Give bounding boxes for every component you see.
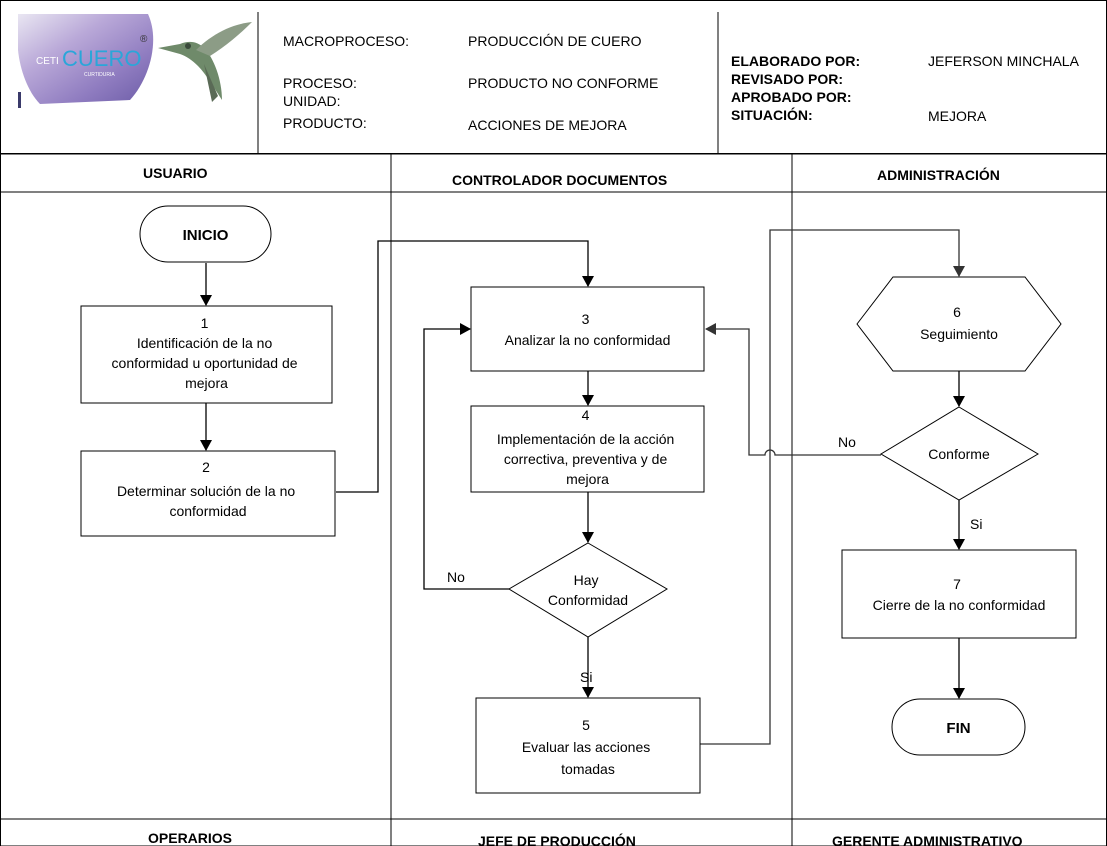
svg-text:Hay Conformidad: Hay Conformidad (548, 572, 628, 608)
node-3-line1: Analizar la no conformidad (505, 332, 671, 348)
svg-text:2 Determinar solución de: 2 Determinar solución de la no conformid… (117, 459, 299, 519)
decision-hay-conformidad: Hay Conformidad (508, 542, 668, 638)
node-4-line1: Implementación de la acción (497, 431, 674, 447)
node-5-number: 5 (582, 717, 590, 733)
lane-title-administracion: ADMINISTRACIÓN (877, 166, 1000, 183)
node-1-line3: mejora (185, 375, 228, 391)
edge-labels: No Si No Si (447, 434, 982, 685)
node-1-number: 1 (201, 315, 209, 331)
node-4-line2: correctiva, preventiva y de (504, 451, 668, 467)
company-logo: CETI CUERO CURTIDURIA ® (18, 14, 252, 108)
process-fields: MACROPROCESO: PRODUCCIÓN DE CUERO PROCES… (283, 33, 658, 133)
node-4-line3: mejora (566, 471, 609, 487)
edge-conforme-no-3 (705, 323, 881, 456)
logo-brand-name: CUERO (62, 46, 141, 71)
node-1-line1: Identificación de la no (137, 335, 273, 351)
svg-text:5 Evaluar las acciones: 5 Evaluar las acciones tomadas (522, 717, 654, 777)
lane-footer-jefe-produccion: JEFE DE PRODUCCIÓN (478, 832, 636, 846)
node-1: 1 Identificación de la no conformidad u … (80, 305, 333, 404)
edge-hay-no-3 (423, 323, 509, 590)
decision-hay-line1: Hay (574, 572, 599, 588)
node-4-number: 4 (582, 407, 590, 423)
node-2-line2: conformidad (169, 503, 246, 519)
producto-value: ACCIONES DE MEJORA (468, 117, 627, 133)
proceso-label: PROCESO: (283, 75, 357, 91)
node-3-number: 3 (582, 311, 590, 327)
lane-title-controlador: CONTROLADOR DOCUMENTOS (452, 172, 667, 188)
node-6-line1: Seguimiento (920, 326, 998, 342)
logo-registered-mark: ® (140, 34, 148, 45)
node-2: 2 Determinar solución de la no conformid… (80, 450, 336, 537)
situacion-label: SITUACIÓN: (731, 106, 813, 123)
edge-label-conforme-no: No (838, 434, 856, 450)
node-2-line1: Determinar solución de la no (117, 483, 295, 499)
swimlanes: USUARIO CONTROLADOR DOCUMENTOS ADMINISTR… (0, 153, 1107, 846)
logo-brand-sub: CURTIDURIA (84, 72, 115, 78)
node-2-number: 2 (202, 459, 210, 475)
svg-text:1 Identificación de la n: 1 Identificación de la no conformidad u … (112, 315, 302, 391)
node-3: 3 Analizar la no conformidad (470, 286, 705, 372)
node-6-number: 6 (953, 304, 961, 320)
gray-connectors (700, 229, 965, 745)
macroproceso-value: PRODUCCIÓN DE CUERO (468, 33, 642, 49)
node-5-line1: Evaluar las acciones (522, 739, 650, 755)
edge-5-6 (700, 229, 965, 745)
svg-text:4 Implementación de la a: 4 Implementación de la acción correctiva… (497, 407, 678, 487)
edge-2-3 (336, 240, 594, 493)
node-1-line2: conformidad u oportunidad de (112, 355, 298, 371)
producto-label: PRODUCTO: (283, 115, 367, 131)
node-6: 6 Seguimiento (856, 276, 1062, 372)
macroproceso-label: MACROPROCESO: (283, 33, 409, 49)
node-inicio-label: INICIO (183, 227, 229, 244)
situacion-value: MEJORA (928, 108, 987, 124)
lane-footer-operarios: OPERARIOS (148, 830, 232, 846)
elaborado-label: ELABORADO POR: (731, 53, 860, 69)
lane-footer-gerente: GERENTE ADMINISTRATIVO (832, 833, 1023, 846)
svg-text:7 Cierre de la no confor: 7 Cierre de la no conformidad (873, 576, 1046, 613)
decision-conforme: Conforme (880, 406, 1039, 501)
edge-label-hay-si: Si (580, 669, 592, 685)
edge-label-conforme-si: Si (970, 516, 982, 532)
node-5-line2: tomadas (561, 761, 615, 777)
elaborado-value: JEFERSON MINCHALA (928, 53, 1080, 69)
revisado-label: REVISADO POR: (731, 71, 843, 87)
node-inicio: INICIO (139, 205, 272, 263)
lane-title-usuario: USUARIO (143, 165, 208, 181)
header: CETI CUERO CURTIDURIA ® MACROPROCESO: PR… (0, 0, 1107, 154)
logo-brand-prefix: CETI (36, 56, 59, 67)
node-5: 5 Evaluar las acciones tomadas (475, 697, 701, 794)
connectors (200, 240, 965, 699)
node-7-line1: Cierre de la no conformidad (873, 597, 1046, 613)
proceso-value: PRODUCTO NO CONFORME (468, 75, 658, 91)
svg-text:3 Analizar la no conform: 3 Analizar la no conformidad (505, 311, 671, 348)
aprobado-label: APROBADO POR: (731, 89, 852, 105)
node-7-number: 7 (953, 576, 961, 592)
svg-text:6 Seguimiento: 6 Seguimiento (920, 304, 998, 342)
hummingbird-icon (158, 22, 252, 102)
node-fin: FIN (891, 698, 1026, 756)
unidad-label: UNIDAD: (283, 93, 341, 109)
node-7: 7 Cierre de la no conformidad (841, 549, 1077, 639)
node-fin-label: FIN (946, 720, 970, 737)
decision-hay-line2: Conformidad (548, 592, 628, 608)
decision-conforme-label: Conforme (928, 446, 990, 462)
edge-label-hay-no: No (447, 569, 465, 585)
node-4: 4 Implementación de la acción correctiva… (470, 405, 705, 493)
approval-fields: ELABORADO POR: JEFERSON MINCHALA REVISAD… (731, 53, 1080, 124)
